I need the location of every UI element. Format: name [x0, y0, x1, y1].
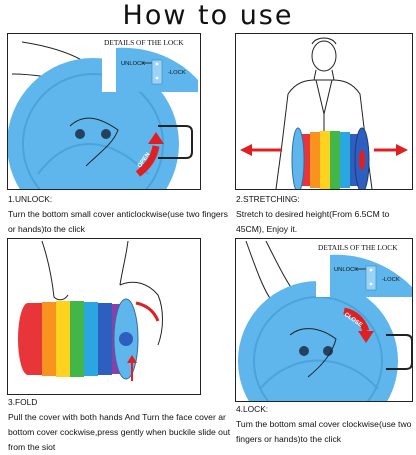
stool-contour	[37, 143, 149, 175]
lock-dot-upper	[369, 268, 373, 272]
stool-folding	[18, 301, 122, 377]
stretch-illustration	[240, 37, 408, 189]
lock-dot-lower	[369, 282, 373, 286]
press-arrow-head	[127, 355, 137, 363]
stool-cover	[238, 281, 398, 401]
step1-heading: 1.UNLOCK:	[8, 194, 53, 204]
turn-arrow	[135, 301, 160, 322]
stool-face-badge	[119, 332, 133, 346]
unlock-illustration: OPEN DETAILS OF THE LOCK UNLOCK -LOCK	[8, 36, 200, 189]
lock-slider	[151, 59, 163, 85]
step4-illustration: CLOSE DETAILS OF THE LOCK UNLOCK -LOCK	[235, 238, 413, 402]
unlock-label: UNLOCK	[121, 61, 145, 67]
hand-right-outline	[119, 240, 129, 286]
arm-right-outline	[119, 281, 163, 346]
stretch-arrow-right-head	[396, 144, 408, 156]
person-head	[311, 40, 337, 72]
step4-body: Tum the bottom smal cover clockwise(use …	[236, 419, 412, 444]
open-arrow-head	[148, 132, 164, 144]
step1-illustration: OPEN DETAILS OF THE LOCK UNLOCK -LOCK	[7, 33, 201, 190]
finger-hole-right	[101, 129, 111, 139]
details-label: DETAILS OF THE LOCK	[104, 38, 184, 47]
unlock-label: UNLOCK	[334, 267, 358, 273]
close-arrow-head	[358, 331, 374, 343]
person-hair	[311, 37, 337, 45]
hand-outline	[289, 328, 337, 378]
step3-caption: 3.FOLD Pull the cover with both hands An…	[8, 395, 233, 455]
arm-outline	[245, 240, 273, 302]
lock-dot-upper	[155, 62, 159, 66]
fold-illustration	[18, 240, 163, 381]
step2-illustration	[235, 33, 413, 190]
close-arrow	[343, 307, 370, 333]
lock-illustration: CLOSE DETAILS OF THE LOCK UNLOCK -LOCK	[238, 240, 412, 401]
lock-label: -LOCK	[382, 277, 400, 283]
step3-heading: 3.FOLD	[8, 397, 38, 407]
step3-body: Pull the cover with both hands And Turn …	[8, 412, 231, 452]
page-title: How to use	[122, 0, 294, 31]
finger-hole-left	[299, 346, 309, 356]
lock-dot-lower	[155, 76, 159, 80]
hand-left-outline	[41, 240, 69, 301]
stool-contour	[259, 359, 379, 390]
finger-hole-right	[323, 346, 333, 356]
lock-slider	[365, 265, 377, 291]
step4-heading: 4.LOCK:	[236, 404, 269, 414]
stretch-arrow-left-head	[240, 144, 252, 156]
carry-handle	[386, 334, 412, 370]
step3-illustration	[7, 238, 201, 395]
details-label: DETAILS OF THE LOCK	[318, 243, 398, 252]
step2-body: Stretch to desired height(From 6.5CM to …	[236, 209, 390, 234]
step1-caption: 1.UNLOCK: Turn the bottom small cover an…	[8, 192, 233, 237]
stool-right-badge	[359, 150, 365, 170]
step1-body: Turn the bottom small cover anticlockwis…	[8, 209, 228, 234]
hand-outline	[69, 117, 119, 167]
finger-hole-left	[75, 129, 85, 139]
step2-caption: 2.STRETCHING: Stretch to desired height(…	[236, 192, 416, 237]
carry-handle	[158, 125, 193, 159]
step2-heading: 2.STRETCHING:	[236, 194, 300, 204]
stool-left-cover	[291, 127, 305, 189]
person-neck	[313, 69, 335, 81]
arm-outline-inner	[265, 240, 293, 290]
person-collar	[315, 79, 333, 115]
step4-caption: 4.LOCK: Tum the bottom smal cover clockw…	[236, 402, 416, 447]
stool-stretched	[300, 131, 358, 189]
lock-label: -LOCK	[168, 70, 186, 76]
open-arrow	[135, 145, 160, 177]
